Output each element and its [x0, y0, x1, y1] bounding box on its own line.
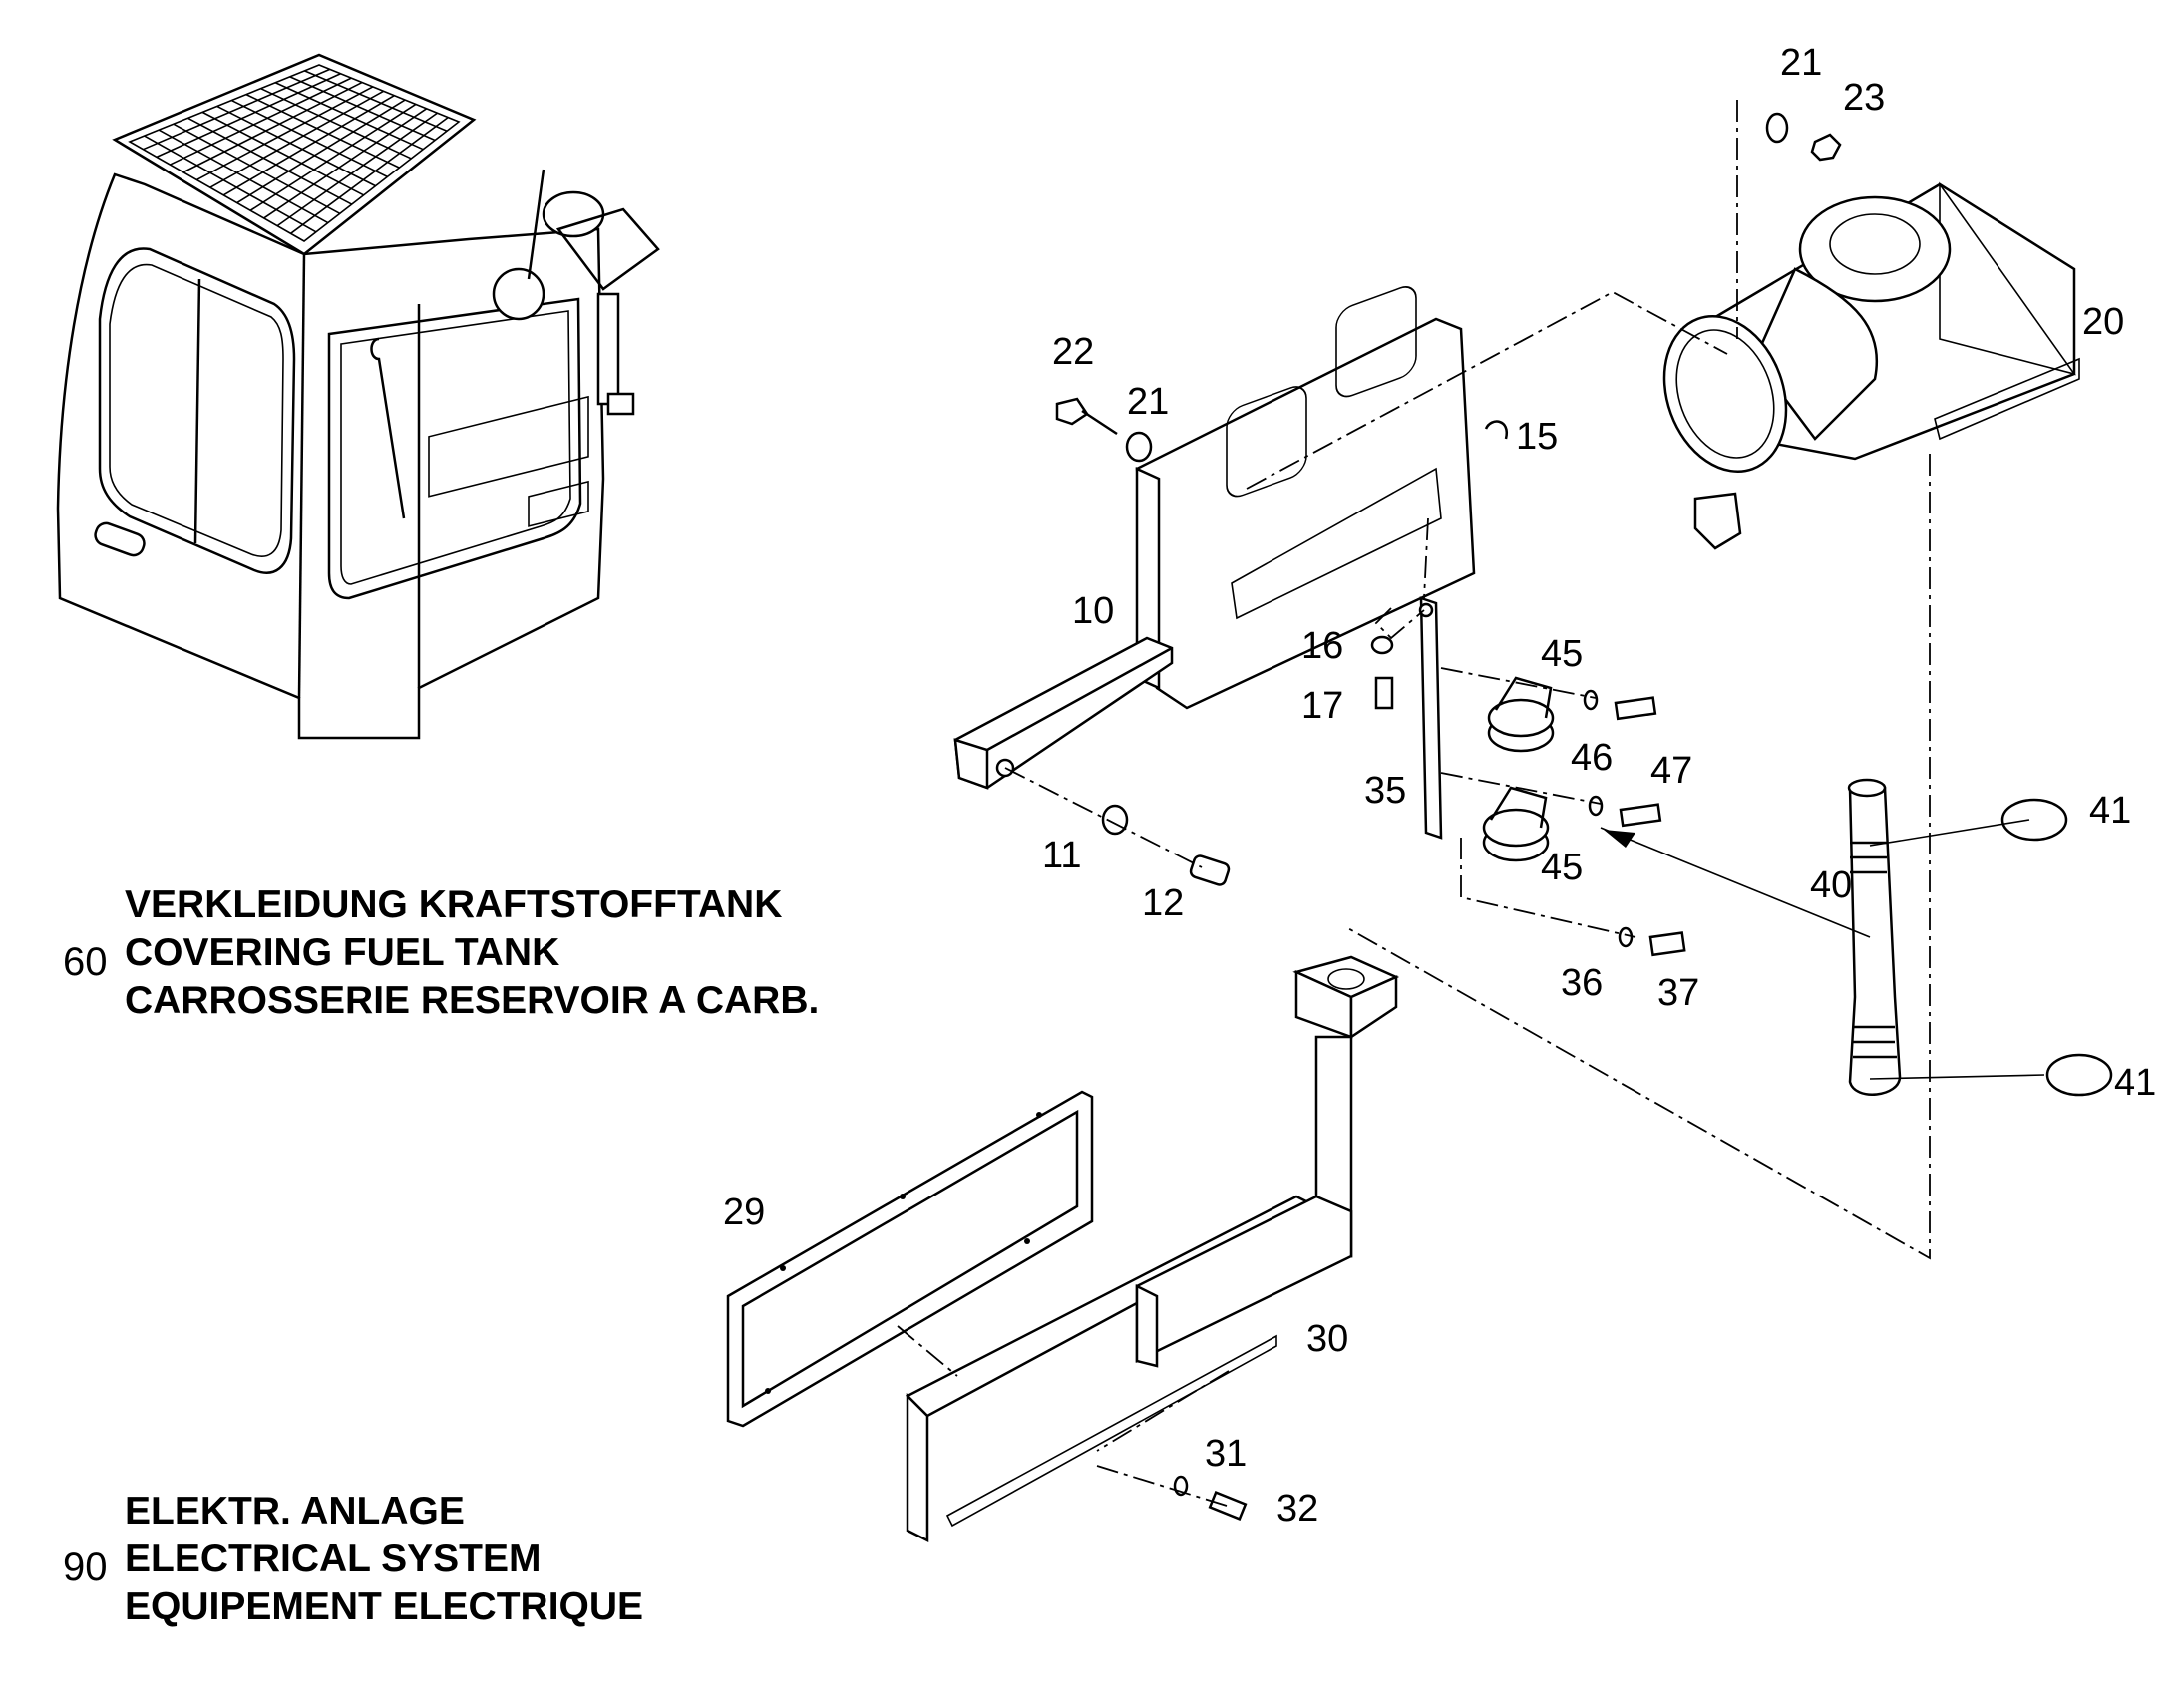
roof-grid-line — [290, 116, 449, 234]
label-45b: 45 — [1541, 847, 1583, 888]
label-20: 20 — [2082, 301, 2124, 343]
label-36: 36 — [1561, 962, 1603, 1004]
label-11: 11 — [1042, 835, 1081, 876]
roof-grid-line — [187, 117, 353, 205]
hose-ring-41-upper — [2000, 798, 2068, 842]
strap-part-35 — [1418, 596, 1443, 840]
section-60-line-fr: CARROSSERIE RESERVOIR A CARB. — [125, 979, 819, 1022]
label-32: 32 — [1276, 1488, 1318, 1530]
roof-grid-line — [274, 82, 424, 151]
label-29: 29 — [723, 1192, 765, 1233]
label-41a: 41 — [2089, 790, 2131, 832]
roof-grid-line — [209, 90, 385, 188]
label-15: 15 — [1516, 416, 1558, 458]
label-17: 17 — [1301, 685, 1343, 727]
label-22: 22 — [1052, 331, 1094, 373]
section-90-line-fr: EQUIPEMENT ELECTRIQUE — [125, 1585, 643, 1628]
label-21b: 21 — [1127, 381, 1169, 423]
section-90-line-en: ELECTRICAL SYSTEM — [125, 1537, 541, 1580]
label-10: 10 — [1072, 590, 1114, 632]
roof-grid-line — [182, 81, 363, 173]
section-60-line-de: VERKLEIDUNG KRAFTSTOFFTANK — [125, 883, 782, 926]
label-40: 40 — [1810, 864, 1852, 906]
gasket-part-29 — [726, 1090, 1094, 1428]
roof-grid-line — [260, 87, 412, 160]
label-23: 23 — [1843, 77, 1885, 119]
assembly-center-lines — [897, 100, 2045, 1507]
label-31: 31 — [1205, 1433, 1247, 1475]
duct-part-30 — [905, 955, 1400, 1543]
roof-grid-line — [143, 68, 331, 151]
roof-grid-line — [216, 105, 376, 187]
label-12: 12 — [1142, 882, 1184, 924]
label-35: 35 — [1364, 770, 1406, 812]
roof-grid-line — [144, 135, 317, 233]
label-41b: 41 — [2114, 1062, 2156, 1104]
roof-grid-line — [195, 86, 374, 181]
clamp-part-45-upper — [1487, 676, 1555, 753]
roof-grid-line — [222, 95, 395, 196]
label-47: 47 — [1650, 750, 1692, 792]
hose-part-40 — [1847, 778, 1902, 1096]
hose-ring-41-lower — [2045, 1053, 2113, 1097]
label-30: 30 — [1306, 1318, 1348, 1360]
roof-grid-line — [263, 108, 428, 219]
label-37: 37 — [1657, 972, 1699, 1014]
roof-grid-line — [156, 73, 341, 159]
label-45a: 45 — [1541, 633, 1583, 675]
roof-grid-line — [249, 103, 417, 211]
label-46: 46 — [1571, 737, 1613, 779]
roof-grid-line — [201, 111, 364, 196]
section-60-line-en: COVERING FUEL TANK — [125, 931, 559, 974]
section-90-code: 90 — [63, 1545, 108, 1589]
roof-grid-line — [236, 99, 406, 204]
label-21a: 21 — [1780, 42, 1822, 84]
part-number-labels: 21 23 20 22 21 15 10 16 17 45 46 47 35 4… — [723, 42, 2156, 1530]
roof-grid-line — [170, 77, 352, 166]
bracket-part-10 — [953, 286, 1476, 790]
cab-overview-illustration — [56, 53, 660, 740]
roof-grid-line — [276, 112, 438, 227]
air-filter-part-20 — [1662, 181, 2080, 550]
roof-grid-line — [245, 93, 400, 169]
section-reference-90[interactable]: 90 ELEKTR. ANLAGE ELECTRICAL SYSTEM EQUI… — [63, 1490, 643, 1628]
section-reference-60[interactable]: 60 VERKLEIDUNG KRAFTSTOFFTANK COVERING F… — [63, 883, 819, 1022]
section-60-code: 60 — [63, 940, 108, 984]
roof-grid-line — [158, 129, 329, 224]
roof-grid-line — [230, 99, 388, 178]
roof-grid-line — [173, 123, 341, 215]
section-90-line-de: ELEKTR. ANLAGE — [125, 1490, 465, 1533]
roof-grid-line — [289, 76, 436, 142]
label-16: 16 — [1301, 625, 1343, 667]
clamp-part-45-lower — [1482, 786, 1550, 862]
roof-grid-line — [304, 70, 448, 132]
